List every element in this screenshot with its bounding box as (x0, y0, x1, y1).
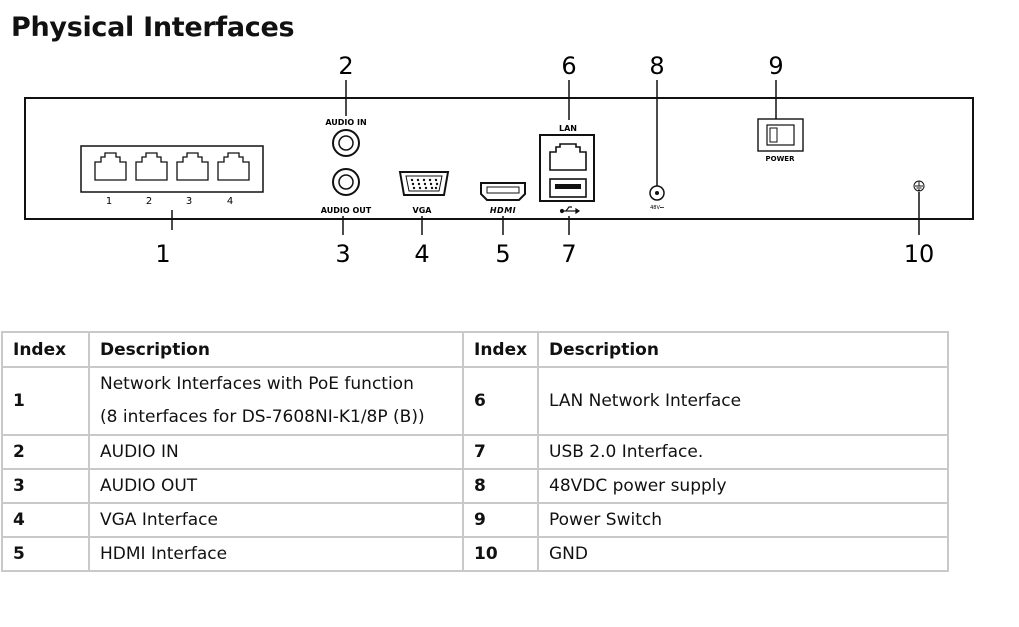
callout-7: 7 (561, 240, 576, 268)
row-description: VGA Interface (88, 502, 464, 538)
rear-panel-outline (24, 97, 974, 220)
poe-port-number: 4 (227, 196, 233, 207)
usb-port (549, 178, 587, 198)
callout-1: 1 (155, 240, 170, 268)
row-index: 10 (462, 536, 539, 572)
callout-5: 5 (495, 240, 510, 268)
poe-port-1 (94, 152, 127, 181)
table-row: 3 AUDIO OUT 8 48VDC power supply (1, 468, 949, 504)
interfaces-table: Index Description Index Description 1 Ne… (1, 331, 949, 572)
power-switch-label: POWER (766, 155, 796, 163)
rear-panel-diagram: 1 2 3 4 AUDIO IN AUDIO OUT VGA HDMI LAN (24, 52, 974, 268)
callout-6: 6 (561, 52, 576, 80)
callout-4: 4 (414, 240, 429, 268)
power-switch (757, 118, 804, 152)
row-index: 9 (462, 502, 539, 538)
table-row: 1 Network Interfaces with PoE function (… (1, 366, 949, 436)
row-index: 7 (462, 434, 539, 470)
header-index: Index (1, 331, 90, 368)
ground-icon (913, 180, 925, 192)
poe-port-number: 1 (106, 196, 112, 207)
hdmi-label: HDMI (490, 206, 516, 215)
audio-out-label: AUDIO OUT (321, 206, 372, 215)
row-description: 48VDC power supply (537, 468, 949, 504)
power-input-label: 48V⎓ (650, 205, 664, 211)
audio-out-jack (332, 168, 360, 196)
callout-8: 8 (649, 52, 664, 80)
row-description: LAN Network Interface (537, 366, 949, 436)
callout-10: 10 (904, 240, 935, 268)
vga-port (398, 171, 450, 196)
header-description: Description (88, 331, 464, 368)
table-row: 4 VGA Interface 9 Power Switch (1, 502, 949, 538)
row-description-line: (8 interfaces for DS-7608NI-K1/8P (B)) (100, 407, 425, 427)
row-index: 6 (462, 366, 539, 436)
table-header-row: Index Description Index Description (1, 331, 949, 368)
lan-usb-block (539, 134, 595, 202)
callout-2: 2 (338, 52, 353, 80)
poe-port-number: 2 (146, 196, 152, 207)
vga-label: VGA (413, 206, 433, 215)
usb-icon (559, 206, 581, 215)
header-index: Index (462, 331, 539, 368)
row-description: AUDIO IN (88, 434, 464, 470)
table-row: 5 HDMI Interface 10 GND (1, 536, 949, 572)
audio-in-label: AUDIO IN (325, 118, 366, 127)
callout-3: 3 (335, 240, 350, 268)
lan-label: LAN (559, 124, 577, 133)
poe-port-2 (135, 152, 168, 181)
row-index: 1 (1, 366, 90, 436)
audio-in-jack (332, 129, 360, 157)
row-description: Power Switch (537, 502, 949, 538)
row-description: USB 2.0 Interface. (537, 434, 949, 470)
hdmi-port (480, 182, 526, 201)
row-description: HDMI Interface (88, 536, 464, 572)
leader-lines (171, 80, 920, 235)
lan-port (549, 143, 587, 171)
power-input-jack (649, 185, 665, 201)
row-description: Network Interfaces with PoE function (8 … (88, 366, 464, 436)
row-index: 8 (462, 468, 539, 504)
row-index: 2 (1, 434, 90, 470)
row-index: 4 (1, 502, 90, 538)
poe-port-number: 3 (186, 196, 192, 207)
row-index: 5 (1, 536, 90, 572)
callout-9: 9 (768, 52, 783, 80)
page-title: Physical Interfaces (11, 12, 295, 43)
poe-port-4 (217, 152, 250, 181)
row-description: AUDIO OUT (88, 468, 464, 504)
poe-port-3 (176, 152, 209, 181)
poe-ports-block: 1 2 3 4 (80, 145, 264, 207)
row-description-line: Network Interfaces with PoE function (100, 374, 414, 394)
header-description: Description (537, 331, 949, 368)
table-row: 2 AUDIO IN 7 USB 2.0 Interface. (1, 434, 949, 470)
row-description: GND (537, 536, 949, 572)
row-index: 3 (1, 468, 90, 504)
